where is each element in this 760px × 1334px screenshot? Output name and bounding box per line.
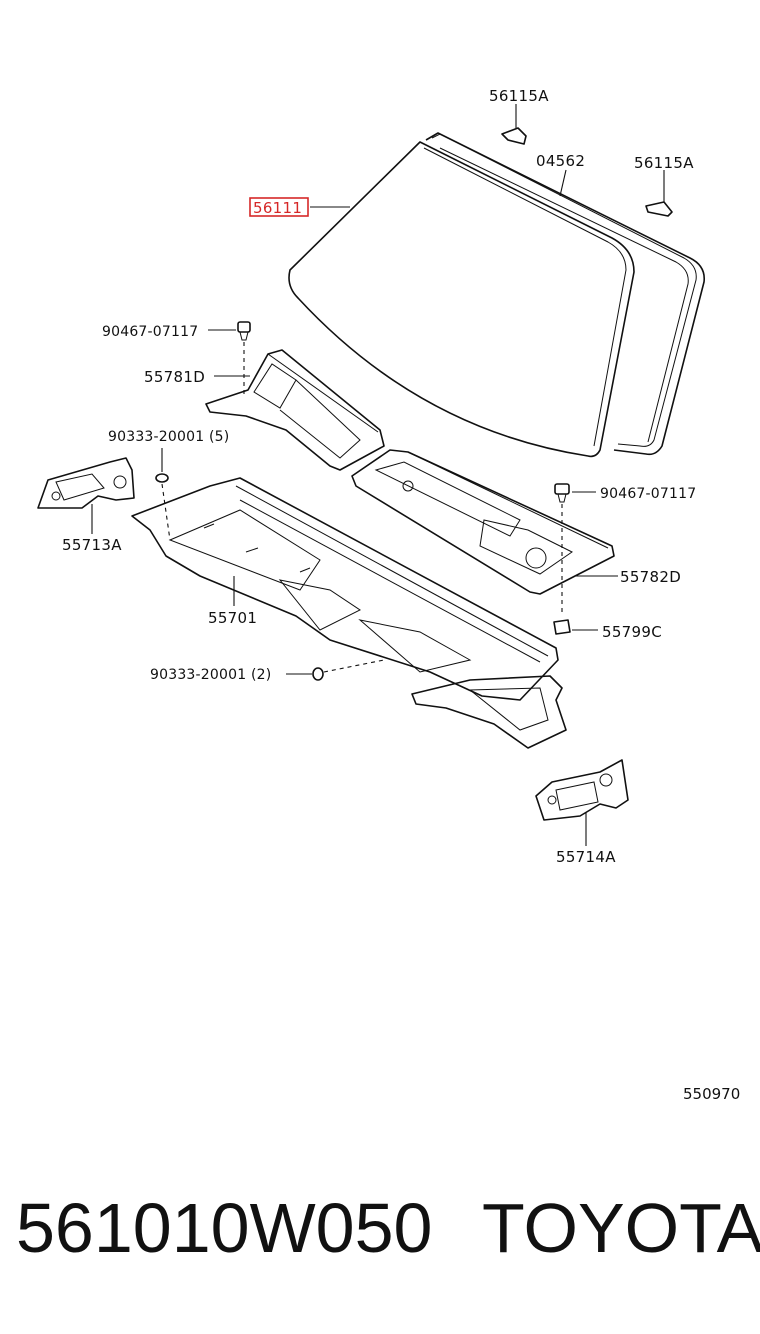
cowl-top-panel-right[interactable] <box>351 449 615 595</box>
clip-lower[interactable] <box>553 619 598 635</box>
molding-clip-right[interactable] <box>645 170 673 217</box>
bracket-right[interactable] <box>535 759 629 821</box>
bolt-upper[interactable] <box>208 321 251 398</box>
brand-name: TOYOTA <box>482 1189 760 1267</box>
hole-plug-lower[interactable] <box>286 659 385 681</box>
molding-clip-top[interactable] <box>501 104 527 145</box>
cowl-side-panel-left[interactable] <box>205 349 385 471</box>
label-clip-right: 56115A <box>634 154 694 172</box>
part-number: 561010W050 <box>16 1189 433 1267</box>
label-plug-5: 90333-20001 (5) <box>108 429 229 445</box>
label-bolt-upper: 90467-07117 <box>102 324 198 340</box>
label-plug-2: 90333-20001 (2) <box>150 667 271 683</box>
leader-molding <box>559 169 567 197</box>
label-molding: 04562 <box>536 152 585 170</box>
diagram-code: 550970 <box>683 1085 740 1103</box>
highlight-box <box>249 197 309 217</box>
label-cowl-right: 55782D <box>620 568 681 586</box>
label-windshield[interactable]: 56111 <box>253 199 302 217</box>
label-cowl-left: 55781D <box>144 368 205 386</box>
label-bolt-right: 90467-07117 <box>600 486 696 502</box>
label-clip-top: 56115A <box>489 87 549 105</box>
windshield-molding[interactable] <box>425 132 706 456</box>
label-cowl-panel: 55701 <box>208 609 257 627</box>
bolt-right[interactable] <box>554 483 596 612</box>
bracket-left[interactable] <box>37 457 135 509</box>
label-bracket-right: 55714A <box>556 848 616 866</box>
label-bracket-left: 55713A <box>62 536 122 554</box>
cowl-panel-lower-extension[interactable] <box>411 675 567 749</box>
label-clip-lower: 55799C <box>602 623 662 641</box>
windshield-glass[interactable] <box>288 141 635 458</box>
hole-plug-upper[interactable] <box>155 448 171 541</box>
